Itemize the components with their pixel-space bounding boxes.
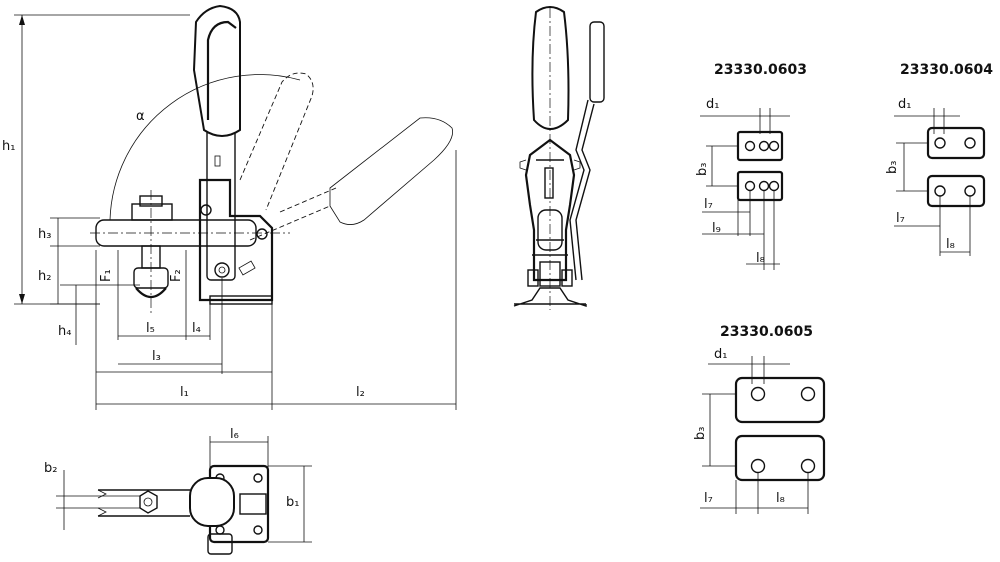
- dim-label-l3: l₃: [152, 349, 161, 364]
- dim-label-b3-0604: b₃: [885, 161, 900, 174]
- dim-label-l2: l₂: [356, 385, 365, 400]
- base-code-0604: 23330.0604: [900, 62, 993, 78]
- dim-label-h1: h₁: [2, 139, 15, 154]
- dim-label-h2: h₂: [38, 269, 51, 284]
- side-view: h₁ h₃ h₂ h₄: [2, 4, 457, 410]
- dim-label-h3: h₃: [38, 227, 51, 242]
- dim-label-b2: b₂: [44, 461, 57, 476]
- dim-label-l8-0603: l₈: [756, 251, 765, 266]
- front-view: [513, 6, 605, 310]
- dim-label-l6: l₆: [230, 427, 239, 442]
- dim-label-b3-0603: b₃: [695, 163, 710, 176]
- dim-label-l7-0604: l₇: [896, 211, 905, 226]
- base-variant-0605: 23330.0605 d₁ b₃ l₇ l₈: [693, 324, 826, 514]
- dim-label-l8-0604: l₈: [946, 237, 955, 252]
- dim-label-b3-0605: b₃: [693, 427, 708, 440]
- top-view: l₆ b₂ b₁: [44, 427, 312, 555]
- base-code-0603: 23330.0603: [714, 62, 807, 78]
- force-label-F1: F₁: [99, 269, 114, 282]
- dim-label-l7-0605: l₇: [704, 491, 713, 506]
- dim-label-l8-0605: l₈: [776, 491, 785, 506]
- dim-label-l1: l₁: [180, 385, 189, 400]
- dim-label-d1-0604: d₁: [898, 97, 911, 112]
- dim-label-l7-0603: l₇: [704, 197, 713, 212]
- dim-label-d1-0605: d₁: [714, 347, 727, 362]
- dim-label-d1-0603: d₁: [706, 97, 719, 112]
- base-variant-0604: 23330.0604 d₁ b₃ l₇ l₈: [885, 62, 993, 256]
- dim-label-l9-0603: l₉: [712, 221, 721, 236]
- dim-label-l5: l₅: [146, 321, 155, 336]
- dim-label-b1: b₁: [286, 495, 299, 510]
- force-label-F2: F₂: [169, 269, 184, 282]
- dim-label-h4: h₄: [58, 324, 71, 339]
- base-variant-0603: 23330.0603 d₁ b₃ l₇ l₉ l₈: [695, 62, 807, 270]
- dim-label-l4: l₄: [192, 321, 201, 336]
- angle-label-alpha: α: [136, 109, 145, 124]
- base-code-0605: 23330.0605: [720, 324, 813, 340]
